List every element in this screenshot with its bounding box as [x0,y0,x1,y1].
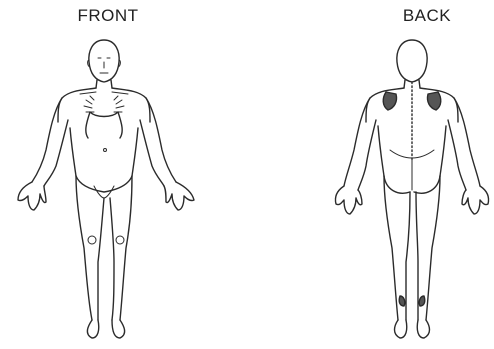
back-head [397,40,427,82]
back-torso [366,88,458,122]
